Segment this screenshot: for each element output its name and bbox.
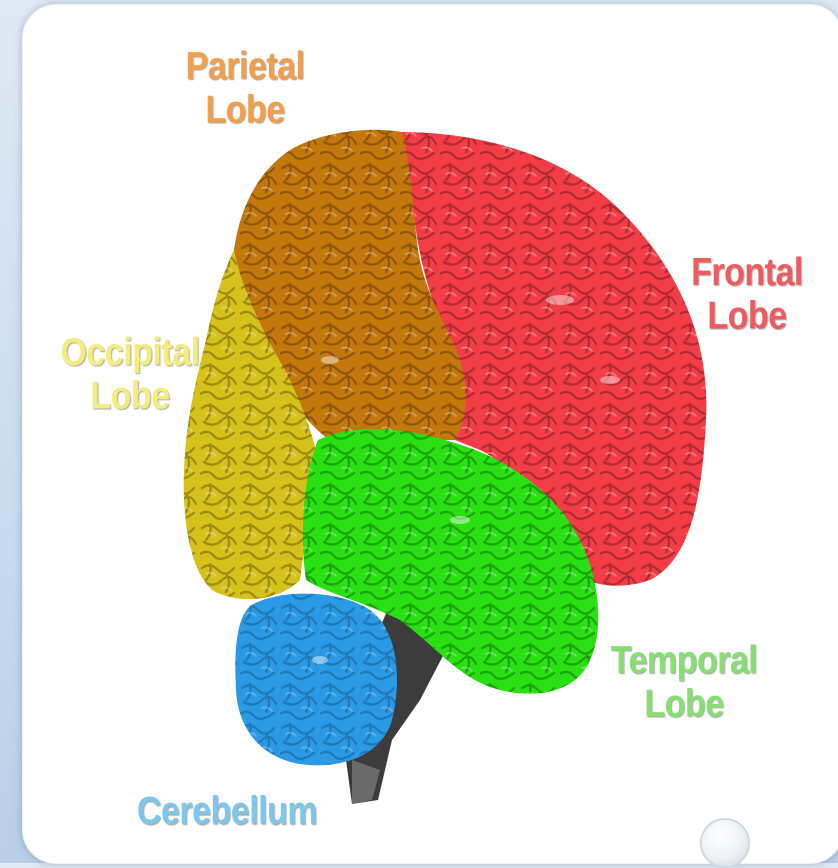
label-cerebellum: Cerebellum	[112, 789, 342, 833]
corner-round-button[interactable]	[700, 818, 750, 868]
